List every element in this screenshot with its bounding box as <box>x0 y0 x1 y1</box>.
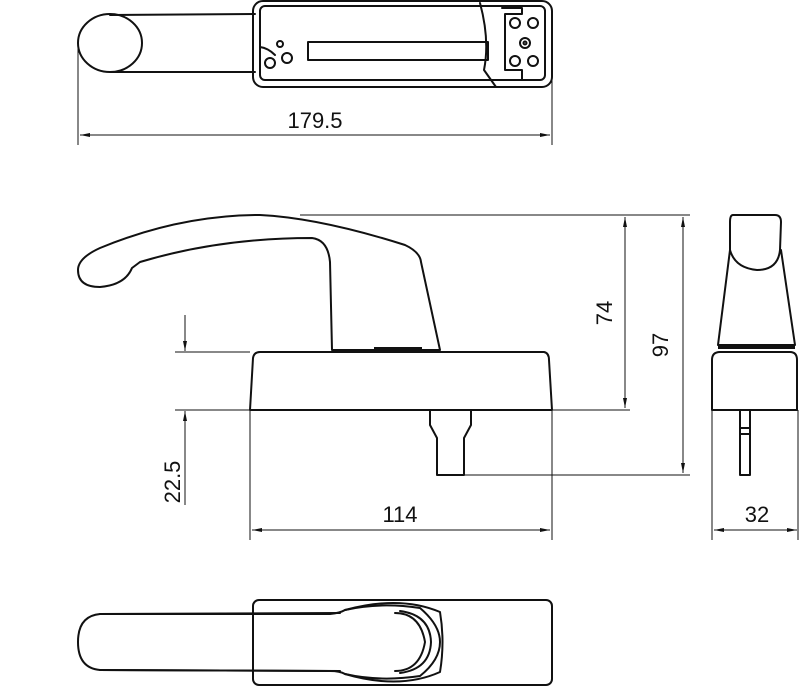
dim-width: 32 <box>745 502 769 527</box>
dim-total-height: 97 <box>648 333 673 357</box>
dim-base-length: 114 <box>382 502 417 527</box>
mounting-hole-icon <box>259 17 539 69</box>
dim-handle-height: 74 <box>592 301 617 325</box>
top-view: 179.5 <box>77 0 553 145</box>
front-view: 74 97 22.5 114 <box>77 214 690 540</box>
side-view: 32 <box>711 214 799 540</box>
dim-overall-length: 179.5 <box>287 108 342 133</box>
bottom-view <box>77 599 553 686</box>
dim-spindle-length: 22.5 <box>160 461 185 504</box>
